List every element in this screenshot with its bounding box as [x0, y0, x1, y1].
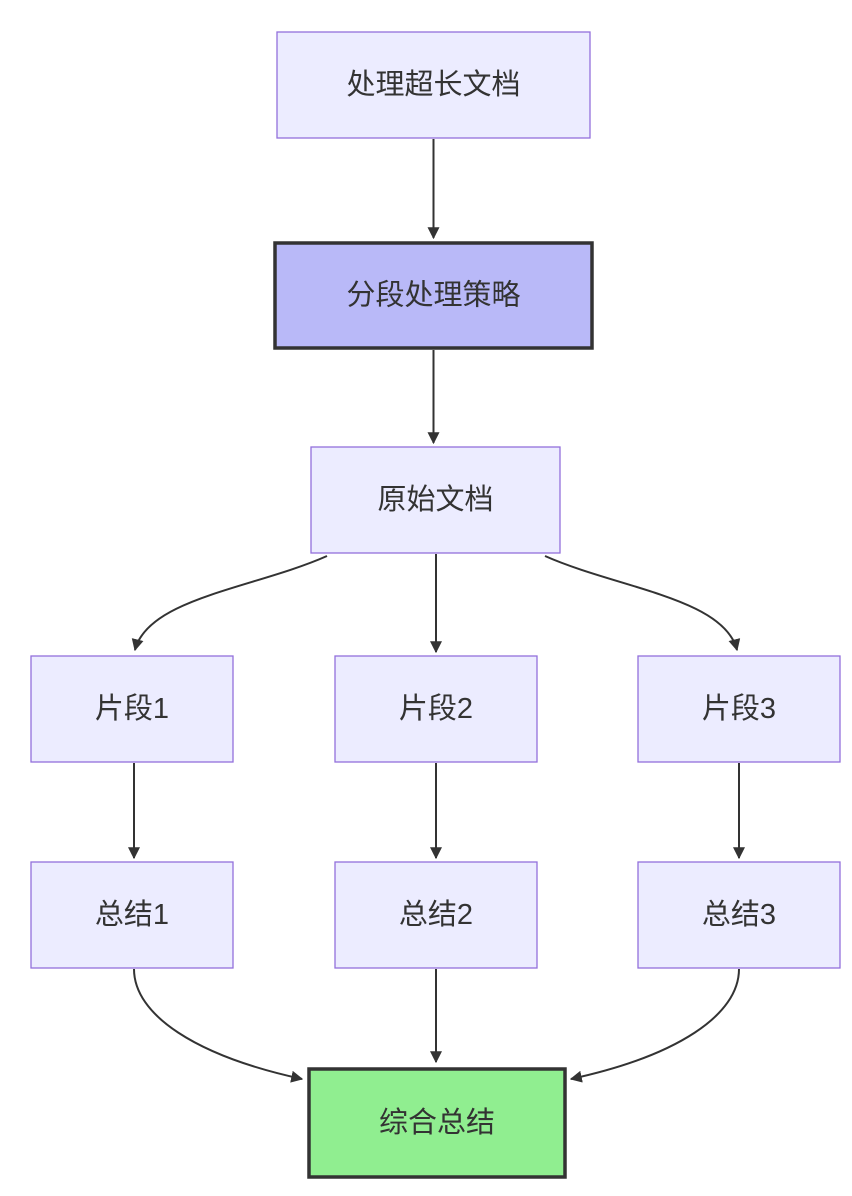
node-fragment-3: 片段3 [637, 655, 841, 763]
node-rect [276, 31, 591, 139]
edge-summary-3-to-final [569, 968, 740, 1083]
node-summary-3: 总结3 [637, 861, 841, 969]
node-label: 综合总结 [379, 1106, 495, 1139]
node-process-long-doc: 处理超长文档 [276, 31, 591, 139]
node-original-doc: 原始文档 [310, 446, 561, 554]
node-label: 总结1 [95, 898, 169, 931]
node-label: 总结3 [702, 898, 776, 931]
node-rect [637, 655, 841, 763]
node-final-summary: 综合总结 [307, 1067, 567, 1179]
node-label: 分段处理策略 [346, 279, 520, 312]
node-label: 片段2 [399, 692, 473, 725]
node-rect [334, 861, 538, 969]
node-summary-2: 总结2 [334, 861, 538, 969]
node-label: 原始文档 [377, 483, 493, 516]
node-label: 处理超长文档 [346, 68, 520, 101]
node-rect [307, 1067, 567, 1179]
node-fragment-2: 片段2 [334, 655, 538, 763]
node-rect [334, 655, 538, 763]
node-segment-strategy: 分段处理策略 [273, 241, 594, 350]
edge-original-to-fragment-1 [131, 555, 328, 652]
node-label: 片段1 [95, 692, 169, 725]
node-rect [30, 655, 234, 763]
node-rect [637, 861, 841, 969]
edge-summary-1-to-final [133, 968, 304, 1083]
node-rect [273, 241, 594, 350]
node-summary-1: 总结1 [30, 861, 234, 969]
node-label: 总结2 [399, 898, 473, 931]
node-label: 片段3 [702, 692, 776, 725]
edge-original-to-fragment-3 [544, 555, 741, 652]
node-fragment-1: 片段1 [30, 655, 234, 763]
node-rect [30, 861, 234, 969]
node-rect [310, 446, 561, 554]
